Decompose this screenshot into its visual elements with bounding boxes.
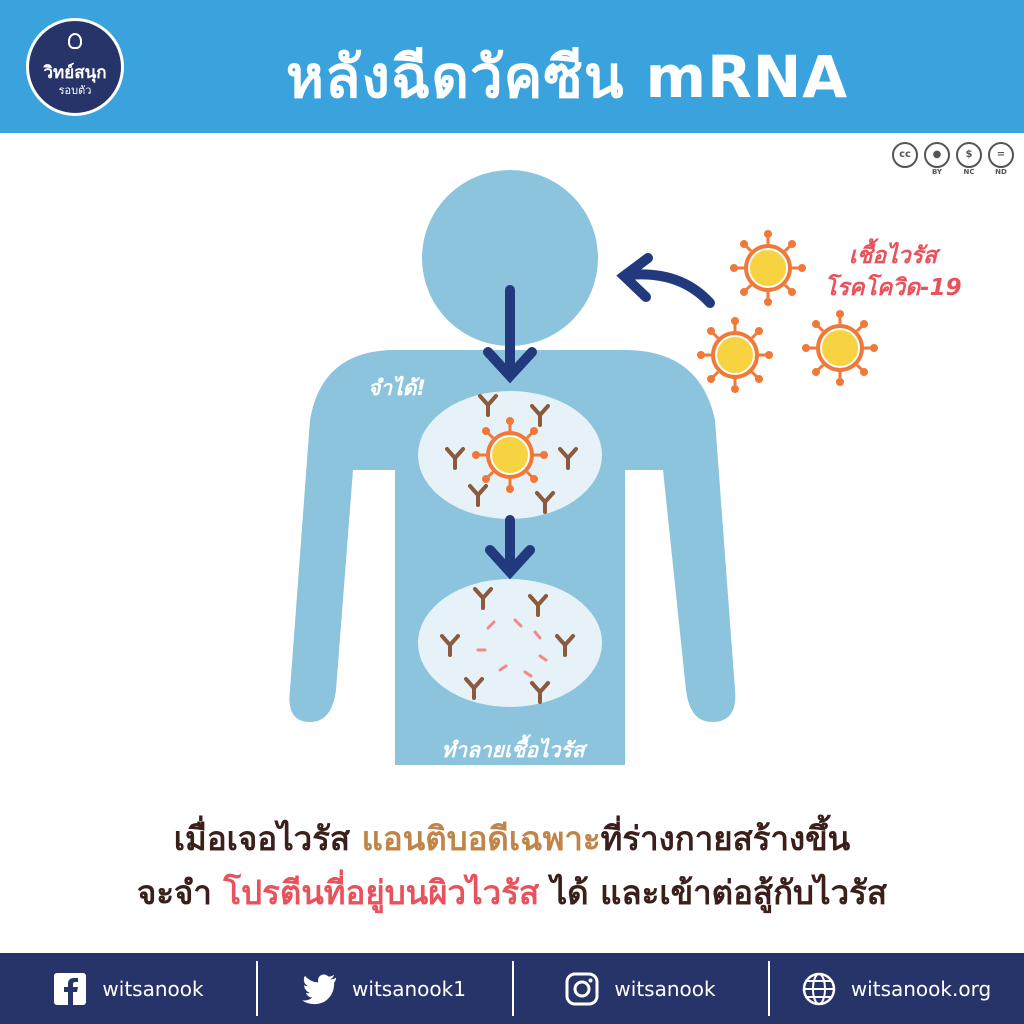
virus-icon <box>728 228 808 308</box>
witsanook-logo[interactable]: วิทย์สนุก รอบตัว <box>26 18 124 116</box>
virus-label-line1: เชื้อไวรัส <box>848 243 938 269</box>
explanation-caption: เมื่อเจอไวรัส แอนติบอดีเฉพาะที่ร่างกายสร… <box>20 812 1004 920</box>
cc-nd-label: ND <box>995 168 1007 176</box>
facebook-icon <box>52 971 88 1007</box>
facebook-link[interactable]: witsanook <box>0 953 256 1024</box>
curved-arrow-icon <box>616 253 715 308</box>
attribution-icon: ● <box>924 142 950 168</box>
header-banner: วิทย์สนุก รอบตัว หลังฉีดวัคซีน mRNA <box>0 0 1024 133</box>
virus-label-line2: โรคโควิด-19 <box>824 275 962 301</box>
caption-text: ที่ร่างกายสร้างขึ้น <box>600 819 851 858</box>
virus-icon <box>470 415 550 495</box>
down-arrow-icon <box>483 285 537 384</box>
down-arrow-icon <box>485 515 535 580</box>
twitter-handle: witsanook1 <box>352 976 466 1001</box>
virus-label: เชื้อไวรัส โรคโควิด-19 <box>808 240 978 304</box>
instagram-handle: witsanook <box>614 976 716 1001</box>
website-url: witsanook.org <box>850 976 992 1001</box>
caption-highlight: โปรตีนที่อยู่บนผิวไวรัส <box>223 873 540 912</box>
virus-icon <box>695 315 775 395</box>
virus-fragments <box>476 618 548 678</box>
globe-icon <box>801 971 837 1007</box>
facebook-handle: witsanook <box>102 976 204 1001</box>
twitter-link[interactable]: witsanook1 <box>256 953 512 1024</box>
cc-nc-label: NC <box>963 168 975 176</box>
instagram-link[interactable]: witsanook <box>512 953 768 1024</box>
page-title: หลังฉีดวัคซีน mRNA <box>285 43 849 111</box>
virus-icon <box>800 308 880 388</box>
logo-line2: รอบตัว <box>58 84 92 97</box>
caption-text: จะจำ <box>137 873 224 912</box>
instagram-icon <box>564 971 600 1007</box>
caption-highlight: แอนติบอดีเฉพาะ <box>361 819 601 858</box>
caption-text: เมื่อเจอไวรัส <box>173 819 362 858</box>
noncommercial-icon: $ <box>956 142 982 168</box>
immune-response-diagram <box>289 170 880 765</box>
cc-icon: cc <box>892 142 918 168</box>
noderivatives-icon: = <box>988 142 1014 168</box>
head-shape <box>422 170 598 346</box>
social-footer: witsanook witsanook1 witsanook witsanook… <box>0 953 1024 1024</box>
logo-line1: วิทย์สนุก <box>43 63 107 83</box>
website-link[interactable]: witsanook.org <box>768 953 1024 1024</box>
remember-label: จำได้! <box>368 376 426 400</box>
lightbulb-icon <box>68 33 82 49</box>
creative-commons-badge[interactable]: cc ●BY $NC =ND <box>890 142 1016 176</box>
destruction-zone <box>418 579 602 707</box>
twitter-icon <box>302 971 338 1007</box>
cc-by-label: BY <box>931 168 943 176</box>
destroy-label: ทำลายเชื้อไวรัส <box>441 738 585 762</box>
caption-text: ได้ และเข้าต่อสู้กับไวรัส <box>539 873 887 912</box>
